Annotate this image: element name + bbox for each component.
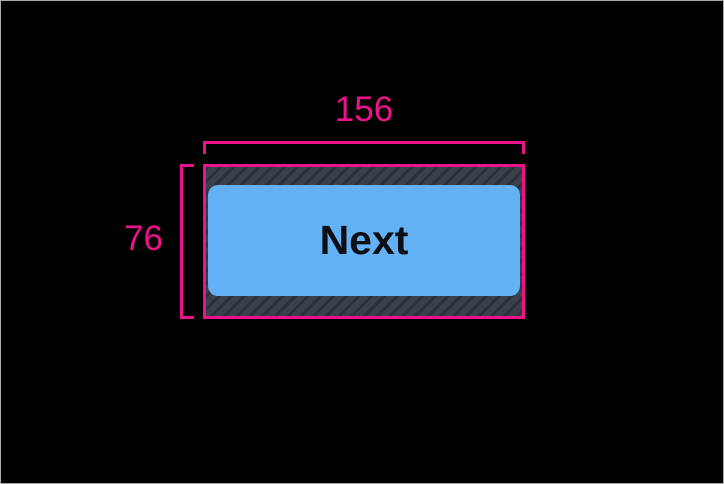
width-dimension-label: 156: [334, 90, 394, 129]
touch-target-area: Next: [203, 164, 525, 319]
height-dimension-bracket: [180, 164, 194, 319]
next-button-label: Next: [319, 217, 409, 263]
width-dimension-bracket: [203, 141, 525, 154]
height-dimension-label: 76: [124, 219, 163, 258]
next-button[interactable]: Next: [208, 185, 520, 296]
